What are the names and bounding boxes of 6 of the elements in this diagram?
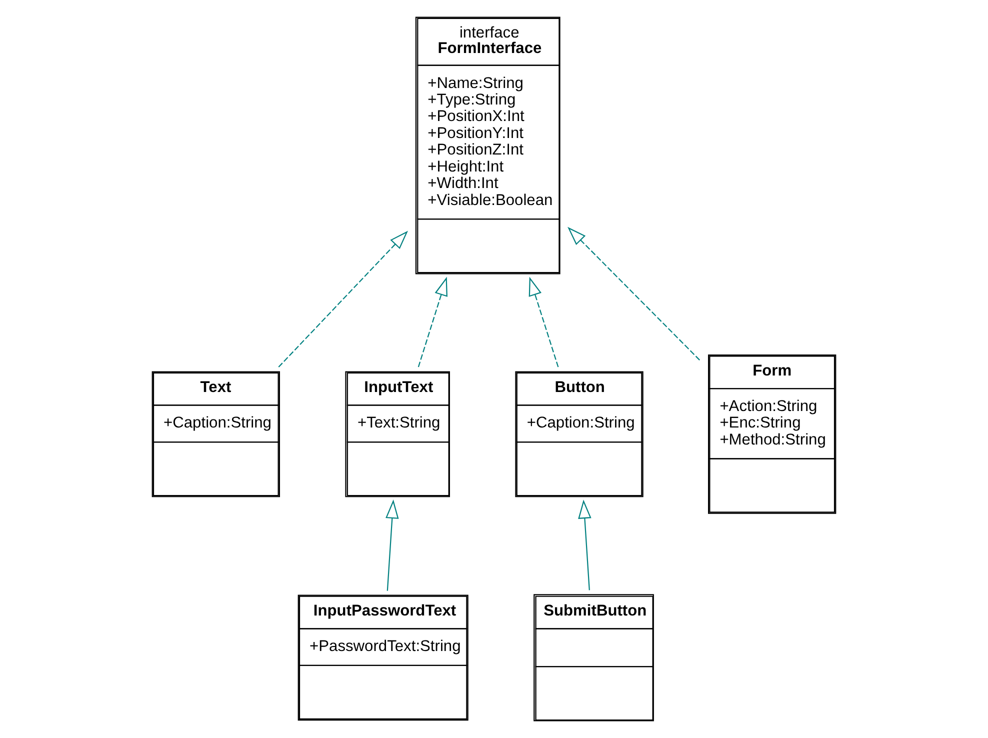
arrow	[418, 276, 448, 368]
arrow	[568, 226, 700, 360]
arrow	[386, 500, 399, 591]
arrow	[278, 230, 408, 368]
arrow	[578, 500, 592, 590]
arrow	[528, 276, 559, 368]
